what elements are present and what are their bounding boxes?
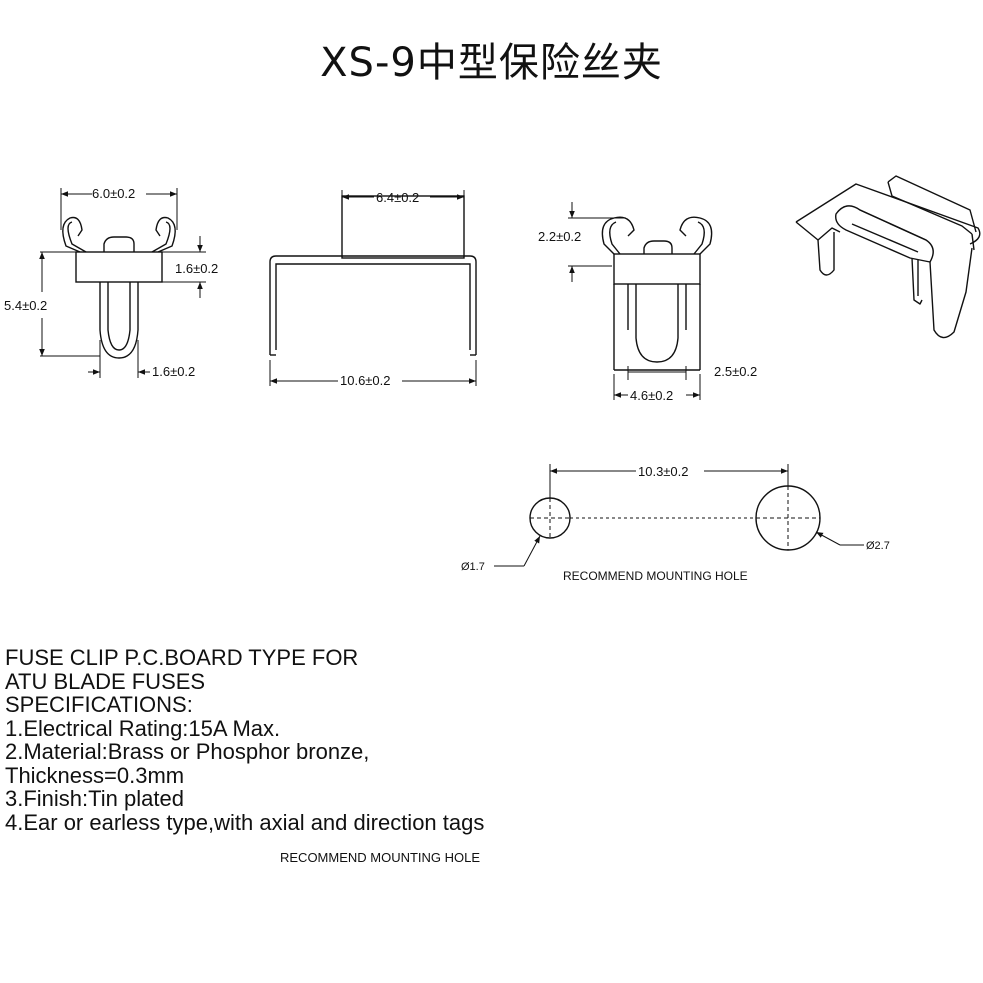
drawing-title: XS-9中型保险丝夹 [320,40,663,86]
front-view [62,216,176,359]
dim-end-leg: 2.5±0.2 [714,364,757,379]
spec-line: ATU BLADE FUSES [5,668,206,694]
dim-hole-large: Ø2.7 [866,540,890,552]
footer-caption: RECOMMEND MOUNTING HOLE [280,850,481,865]
dim-front-height: 5.4±0.2 [4,298,47,313]
end-view [601,216,713,371]
spec-line: SPECIFICATIONS: [5,692,193,717]
dim-end-width: 4.6±0.2 [630,388,673,403]
mounting-hole-dimensions [494,464,864,567]
isometric-view [795,175,981,339]
specifications-block: FUSE CLIP P.C.BOARD TYPE FOR ATU BLADE F… [5,646,484,834]
spec-line: 2.Material:Brass or Phosphor bronze, [5,739,370,764]
front-view-dimensions [39,188,206,378]
end-view-dimensions [568,202,701,400]
dim-hole-small: Ø1.7 [461,561,485,573]
side-view [269,195,477,356]
spec-line: FUSE CLIP P.C.BOARD TYPE FOR [5,645,359,670]
spec-line: 4.Ear or earless type,with axial and dir… [5,809,485,835]
mounting-caption: RECOMMEND MOUNTING HOLE [563,569,748,583]
spec-line: Thickness=0.3mm [5,762,185,788]
small-mounting-hole [529,497,571,539]
dim-hole-spacing: 10.3±0.2 [638,464,689,479]
dim-front-width: 6.0±0.2 [92,186,135,201]
dim-front-leg: 1.6±0.2 [152,364,195,379]
mounting-holes [529,485,821,551]
spec-line: 1.Electrical Rating:15A Max. [5,715,281,741]
side-view-dimensions [269,190,477,386]
dim-end-gap: 2.2±0.2 [538,229,581,244]
dim-side-top: 6.4±0.2 [376,190,419,205]
dim-side-bottom: 10.6±0.2 [340,373,391,388]
dim-front-tab: 1.6±0.2 [175,261,218,276]
spec-line: 3.Finish:Tin plated [5,786,184,811]
